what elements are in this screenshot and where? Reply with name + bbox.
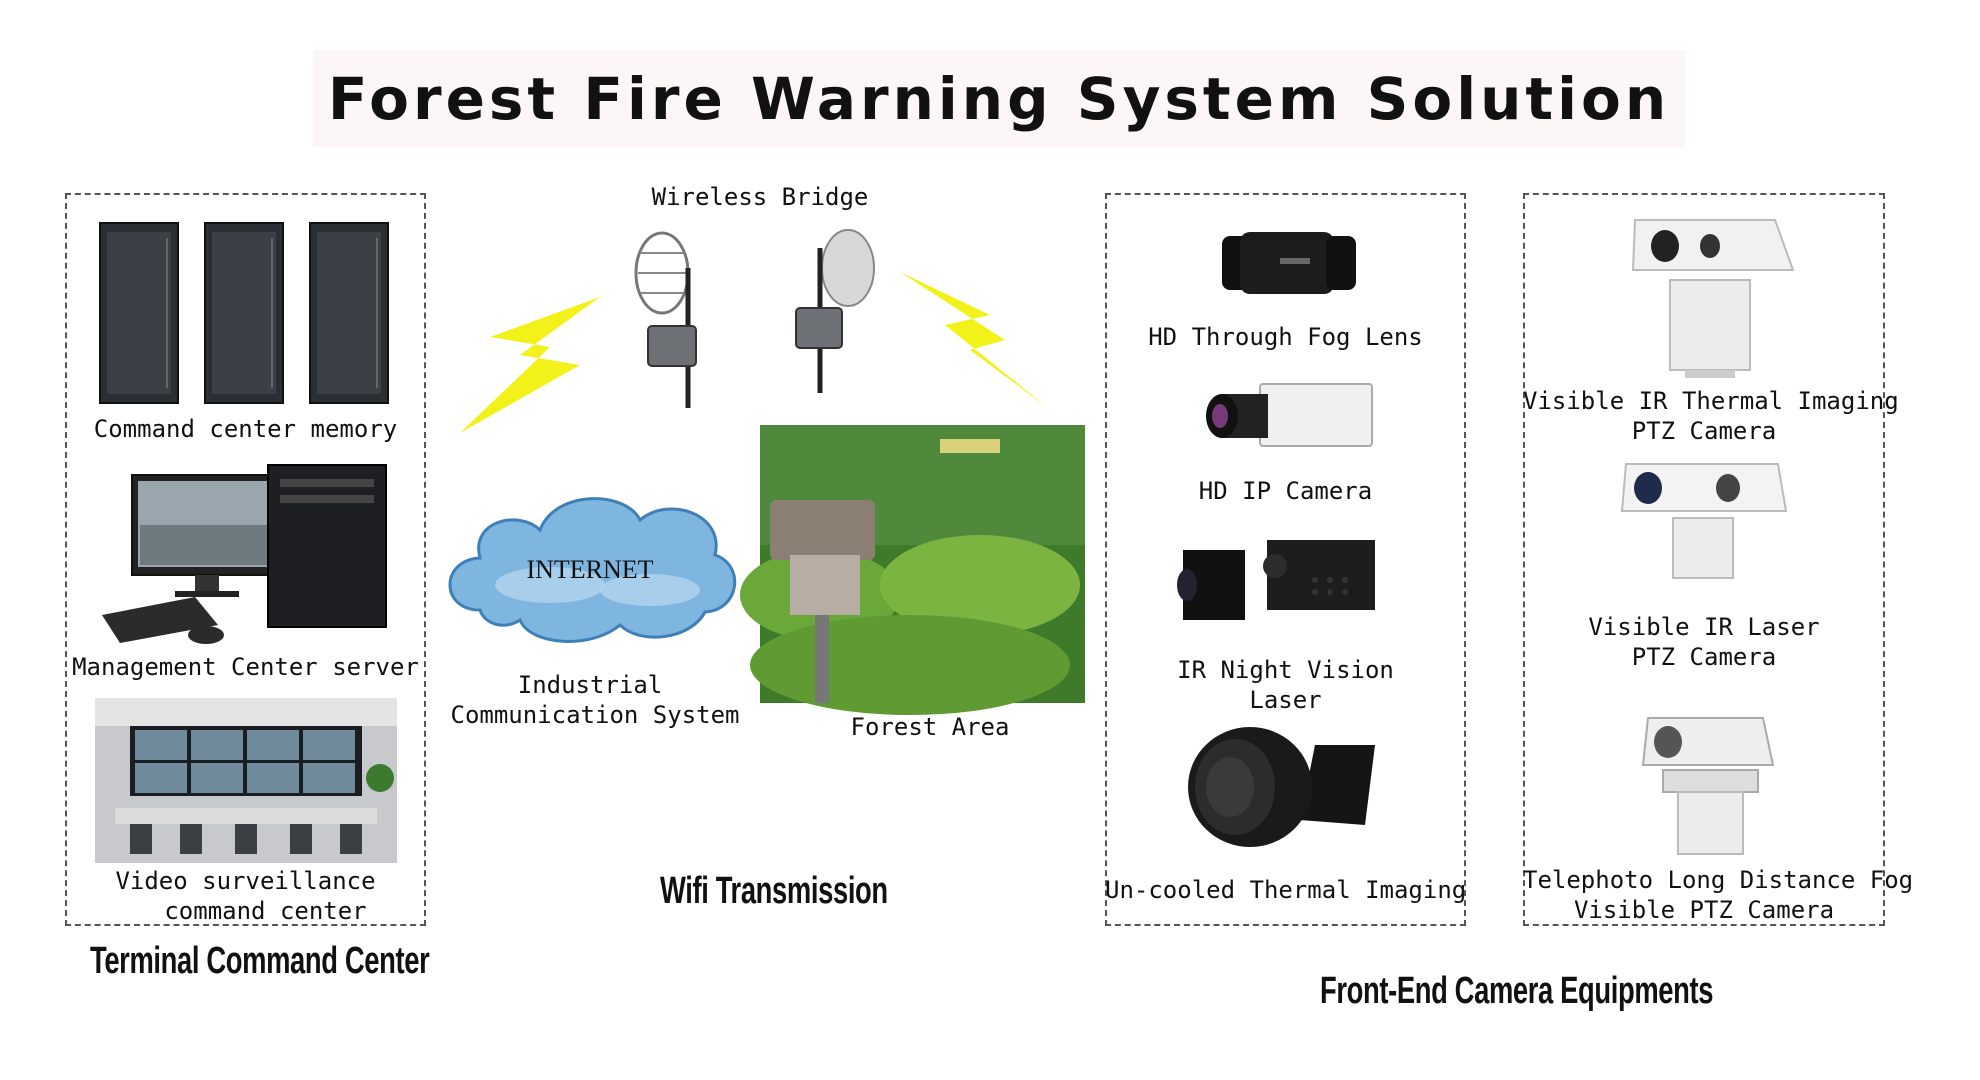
visible-ir-laser-label-line2: PTZ Camera	[1631, 643, 1777, 671]
telephoto-fog-label-line2: Visible PTZ Camera	[1573, 896, 1835, 924]
forest-area-image	[740, 425, 1085, 715]
ir-laser-camera-icon	[1177, 540, 1375, 620]
grid-antenna-icon	[634, 231, 697, 408]
wireless-bridge-label: Wireless Bridge	[651, 183, 869, 211]
industrial-label-line1: Industrial	[517, 671, 663, 699]
forest-area-label: Forest Area	[850, 713, 1010, 741]
wifi-transmission-heading: Wifi Transmission	[660, 870, 888, 912]
dish-antenna-icon	[795, 229, 875, 393]
ir-night-vision-label-line1: IR Night Vision	[1177, 656, 1394, 684]
server-racks-image	[99, 222, 389, 404]
page-title: Forest Fire Warning System Solution	[327, 64, 1671, 133]
visible-ir-thermal-ptz-icon	[1631, 219, 1795, 378]
hd-ip-camera-label: HD IP Camera	[1198, 477, 1373, 505]
thermal-imaging-camera-icon	[1188, 727, 1375, 847]
communication-system-label-line2: Communication System	[450, 701, 740, 729]
lightning-right-icon	[900, 272, 1048, 408]
title-banner	[313, 50, 1685, 147]
telephoto-fog-ptz-icon	[1641, 717, 1775, 855]
management-center-server-label: Management Center server	[72, 653, 419, 681]
internet-cloud-icon	[448, 497, 737, 643]
ir-night-vision-label-line2: Laser	[1249, 686, 1322, 714]
visible-ir-thermal-label-line2: PTZ Camera	[1631, 417, 1777, 445]
visible-ir-laser-label-line1: Visible IR Laser	[1588, 613, 1820, 641]
management-server-image	[102, 464, 387, 644]
lightning-left-icon	[460, 297, 600, 433]
video-surveillance-label-line2: command center	[164, 897, 367, 925]
hd-fog-lens-label: HD Through Fog Lens	[1148, 323, 1423, 351]
terminal-command-box	[65, 193, 426, 926]
camera-equipment-box-1	[1105, 193, 1466, 926]
command-center-memory-label: Command center memory	[93, 415, 398, 443]
visible-ir-thermal-label-line1: Visible IR Thermal Imaging	[1523, 387, 1899, 415]
camera-equipment-box-2	[1523, 193, 1885, 926]
fog-lens-icon	[1222, 232, 1356, 294]
video-surveillance-label-line1: Video surveillance	[115, 867, 376, 895]
internet-label: INTERNET	[526, 555, 654, 584]
telephoto-fog-label-line1: Telephoto Long Distance Fog	[1523, 866, 1914, 894]
video-command-center-image	[95, 698, 397, 863]
hd-ip-camera-icon	[1206, 383, 1373, 447]
uncooled-thermal-label: Un-cooled Thermal Imaging	[1105, 876, 1467, 904]
front-end-camera-heading: Front-End Camera Equipments	[1320, 970, 1714, 1012]
terminal-command-center-heading: Terminal Command Center	[90, 940, 430, 982]
visible-ir-laser-ptz-icon	[1620, 463, 1788, 579]
